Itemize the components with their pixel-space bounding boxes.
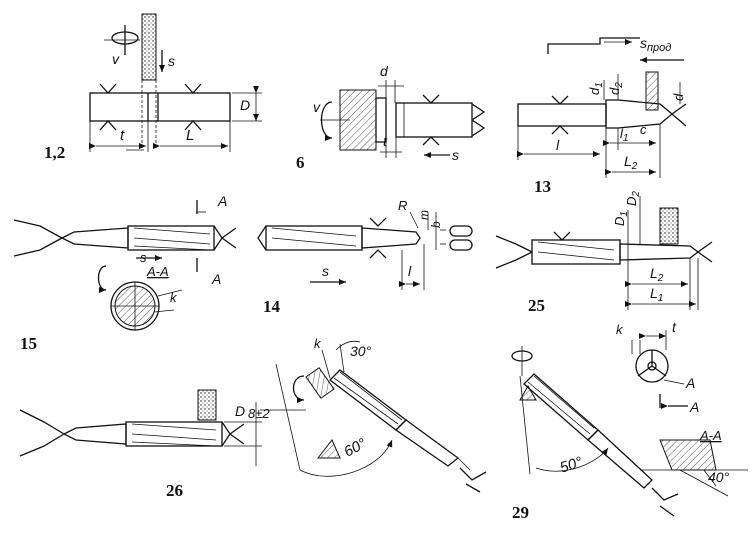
workpiece-shaft (89, 92, 231, 122)
label-angle-40: 40° (708, 469, 730, 485)
section-a-a-profile (659, 439, 717, 471)
label-l: l (556, 137, 560, 153)
label-d2: d2 (607, 82, 625, 95)
label-s: s (322, 263, 329, 279)
label-R: R (398, 198, 407, 213)
label-d: d (671, 93, 686, 101)
grinding-wheel (197, 389, 217, 421)
grinding-wheel (305, 367, 335, 399)
label-L: L (186, 127, 194, 144)
label-D: D (235, 403, 245, 419)
label-l: l (408, 263, 412, 279)
label-t: t (672, 319, 677, 335)
drill-flute (523, 373, 599, 441)
label-tolerance: 8±2 (248, 406, 270, 421)
label-L1: L1 (650, 285, 663, 304)
label-angle-60: 60° (341, 435, 369, 461)
label-t: t (383, 133, 388, 149)
label-angle-30: 30° (350, 343, 372, 359)
label-D1: D1 (612, 211, 630, 226)
label-k: k (314, 336, 322, 351)
workpiece-shank (517, 103, 607, 127)
figure-25: D1 D2 L2 L1 25 (495, 191, 713, 315)
label-s: s (168, 53, 175, 69)
label-D: D (240, 97, 250, 113)
figure-6: v d t s 6 (296, 63, 486, 172)
reamer-body (127, 225, 215, 251)
label-v: v (112, 51, 120, 67)
drill-flute (329, 369, 407, 431)
label-angle-50: 50° (558, 454, 585, 477)
figure-number-15: 15 (20, 334, 37, 353)
label-k: k (616, 322, 624, 337)
label-t: t (120, 127, 125, 144)
label-d1: d1 (587, 82, 605, 95)
drill-body (531, 239, 621, 265)
label-k: k (170, 290, 178, 305)
label-L2: L2 (650, 265, 664, 284)
label-section-a-a: A-A (146, 264, 169, 279)
label-v: v (313, 99, 321, 115)
label-section-a-a: A-A (699, 428, 722, 443)
figure-drill-angle-30-60: k 30° 8±2 60° (248, 336, 487, 493)
drill-body (265, 225, 363, 251)
figure-14: R m b l s 14 (257, 198, 473, 316)
workpiece (395, 102, 473, 138)
label-s: s (140, 250, 147, 265)
label-A-bottom: A (211, 271, 221, 287)
figure-number-29: 29 (512, 503, 529, 522)
cutter (645, 71, 659, 111)
label-l1: l1 (620, 126, 628, 144)
label-A-top: A (217, 193, 227, 209)
label-d: d (380, 63, 389, 79)
label-c: c (640, 122, 647, 137)
reamer-body (125, 421, 223, 447)
figure-number-13: 13 (534, 177, 551, 196)
figure-number-26: 26 (166, 481, 183, 500)
figure-26: D 26 (19, 389, 262, 500)
label-s: s (452, 147, 459, 163)
label-b: b (429, 221, 443, 228)
figure-15: A A s A-A k 15 (13, 193, 237, 353)
label-A-right: A (685, 375, 695, 391)
figure-13: sпрод d1 d2 d l l1 c L2 13 (517, 35, 687, 196)
figure-number-25: 25 (528, 296, 545, 315)
figure-number-14: 14 (263, 297, 281, 316)
label-L2: L2 (624, 153, 638, 172)
label-m: m (417, 210, 431, 220)
label-A-bottom: A (689, 399, 699, 415)
figure-number-6: 6 (296, 153, 305, 172)
figure-1-2: v s t L D 1,2 (44, 13, 262, 162)
figure-29: k t A A 50° A-A 40° 29 (511, 319, 748, 522)
grinding-wheel (659, 207, 679, 245)
figure-number-1-2: 1,2 (44, 143, 65, 162)
label-D2: D2 (624, 191, 642, 206)
grinding-wheel (141, 13, 157, 81)
label-s-prod: sпрод (640, 35, 671, 54)
